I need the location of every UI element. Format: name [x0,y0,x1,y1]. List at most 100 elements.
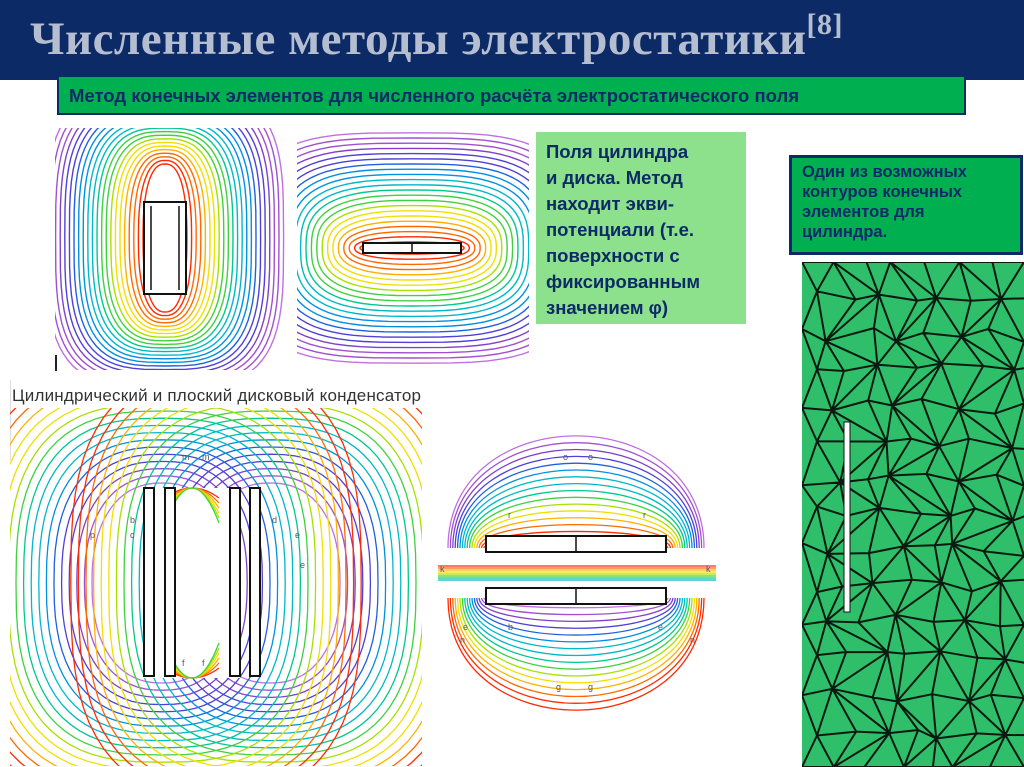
equipotential-line [316,199,508,297]
upper-equipotential-line [476,517,676,549]
description-text: Поля цилиндра и диска. Метод находит экв… [546,141,701,318]
capacitor-plate [164,487,176,677]
left-equipotential-line [10,408,332,766]
upper-equipotential-line [471,503,681,549]
equipotential-line [297,158,529,338]
contour-label: d [272,515,277,525]
lower-equipotential-line [456,597,696,684]
description-box: Поля цилиндра и диска. Метод находит экв… [536,132,746,324]
lower-equipotential-line [459,597,693,677]
right-equipotential-line [108,408,422,766]
upper-equipotential-line [468,496,684,549]
equipotential-line [110,138,220,338]
lower-equipotential-line [452,597,700,697]
equipotential-line [326,210,498,286]
lower-equipotential-line [464,597,688,663]
contour-label: g [556,682,561,692]
equipotential-line [297,178,529,318]
contour-label: k [440,564,445,574]
equipotential-line [337,220,487,276]
contour-label: n [460,635,465,645]
left-equipotential-line [30,424,294,742]
cylinder-field-plot [55,128,285,370]
equipotential-line [68,128,262,370]
upper-equipotential-line [447,435,705,549]
contour-label: f [202,658,205,668]
gap-region [144,488,240,678]
contour-label: r [508,510,511,520]
upper-equipotential-line [456,462,696,549]
slide-subtitle: Метод конечных элементов для численного … [69,85,800,106]
slide-title-reference: [8] [806,8,844,41]
equipotential-line [310,194,514,302]
equipotential-line [299,184,525,312]
left-equipotential-line [53,446,271,720]
upper-equipotential-line [452,449,700,549]
upper-equipotential-line [466,489,686,549]
right-equipotential-line [92,408,422,766]
equipotential-line [64,128,266,370]
equipotential-line [73,128,257,367]
upper-equipotential-line [459,469,693,549]
right-equipotential-line [70,408,422,766]
equipotential-line [297,132,529,364]
disk-field-plot [297,132,529,364]
figure-caption: Цилиндрический и плоский дисковый конден… [12,386,422,405]
upper-equipotential-line [473,510,679,549]
capacitor-plate [143,487,155,677]
equipotential-line [123,148,207,328]
contour-label: e [295,530,300,540]
equipotential-line [321,204,503,292]
equipotential-line [133,156,197,320]
equipotential-line [305,189,519,307]
left-equipotential-line [15,410,309,756]
contour-label: e [658,622,663,632]
equipotential-line [137,159,193,317]
slide-title-text: Численные методы электростатики [30,13,807,65]
lower-equipotential-line [466,597,686,657]
contour-label: m [202,452,210,462]
upper-equipotential-line [449,442,703,549]
left-equipotential-line [45,439,279,727]
equipotential-line [297,147,529,349]
right-equipotential-line [138,424,402,742]
lower-equipotential-line [480,597,672,616]
lower-equipotential-line [454,597,698,691]
header-bar: Численные методы электростатики[8] [0,0,1024,80]
lower-equipotential-line [447,597,705,711]
contour-label: r [643,510,646,520]
right-equipotential-line [115,408,422,763]
lower-equipotential-line [471,597,681,643]
contour-label: b [508,622,513,632]
equipotential-line [297,142,529,354]
right-equipotential-line [85,408,422,766]
left-equipotential-line [60,453,264,713]
finite-element-mesh [802,262,1024,767]
slide-title: Численные методы электростатики[8] [30,8,843,66]
equipotential-line [105,134,225,342]
right-equipotential-line [123,410,417,756]
right-equipotential-line [130,417,410,749]
contour-label: o [588,452,593,462]
equipotential-line [353,236,471,260]
capacitor-plate [229,487,241,677]
left-equipotential-line [38,431,286,735]
equipotential-line [297,163,529,333]
lower-equipotential-line [468,597,684,650]
contour-label: f [182,658,185,668]
contour-label: g [588,682,593,692]
equipotential-line [55,128,276,370]
equipotential-line [100,130,230,346]
equipotential-line [114,141,216,335]
equipotential-line [59,128,271,370]
equipotential-line [96,128,234,349]
contour-label: m [182,452,190,462]
lower-equipotential-line [478,597,674,623]
equipotential-line [119,145,211,331]
equipotential-line [77,128,253,364]
equipotential-line [87,128,243,356]
contour-label: o [563,452,568,462]
contour-label: b [130,515,135,525]
upper-equipotential-line [454,455,698,549]
